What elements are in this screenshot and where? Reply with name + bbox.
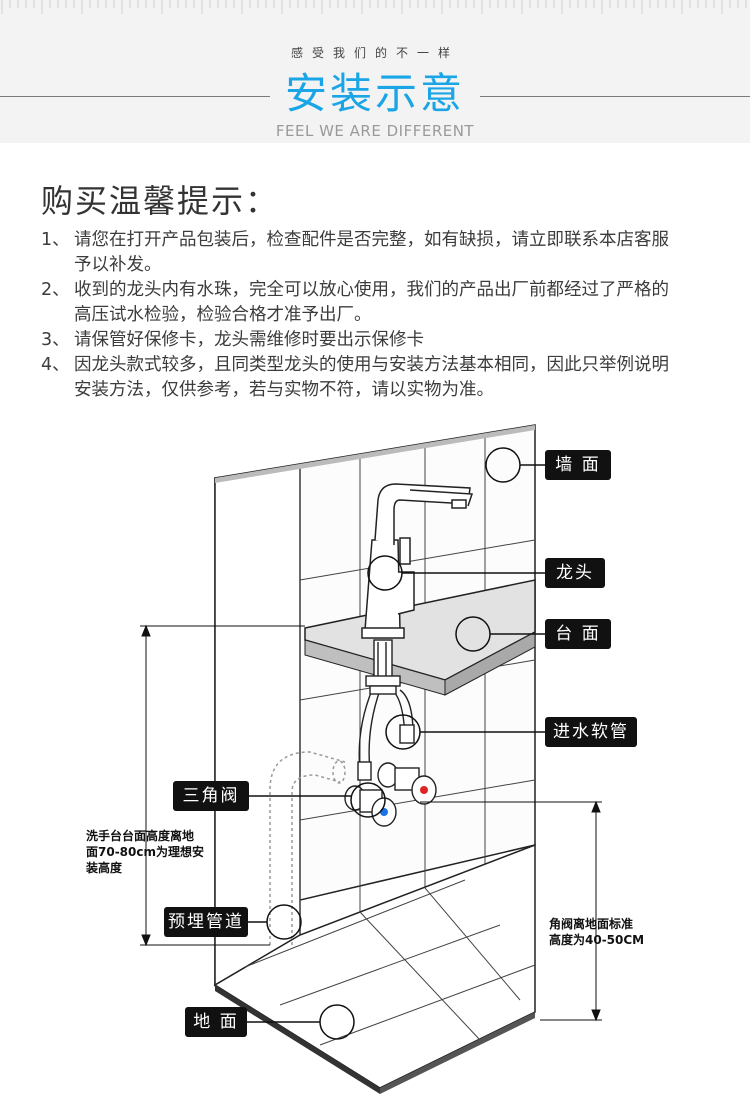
page-title: 安装示意 bbox=[284, 69, 465, 118]
faucet bbox=[361, 483, 474, 639]
floor-edge bbox=[215, 985, 380, 1094]
note-line: 面70-80cm为理想安 bbox=[86, 845, 204, 859]
tip-item: 2、收到的龙头内有水珠，完全可以放心使用，我们的产品出厂前都经过了严格的高压试水… bbox=[41, 278, 681, 328]
label-counter: 台 面 bbox=[545, 619, 611, 649]
tip-item: 3、请保管好保修卡，龙头需维修时要出示保修卡 bbox=[41, 328, 681, 353]
ruler-decoration bbox=[1, 0, 747, 14]
tip-number: 4、 bbox=[41, 355, 70, 375]
dimension-valve-height bbox=[420, 800, 602, 1022]
label-inlet-hose: 进水软管 bbox=[545, 717, 637, 747]
tip-item: 1、请您在打开产品包装后，检查配件是否完整，如有缺损，请立即联系本店客服予以补发… bbox=[41, 228, 681, 278]
tip-text: 请您在打开产品包装后，检查配件是否完整，如有缺损，请立即联系本店客服予以补发。 bbox=[74, 230, 669, 275]
tips-heading: 购买温馨提示： bbox=[41, 182, 280, 220]
tip-number: 1、 bbox=[41, 230, 70, 250]
tip-text: 因龙头款式较多，且同类型龙头的使用与安装方法基本相同，因此只举例说明安装方法，仅… bbox=[74, 355, 669, 400]
header-slogan-cn: 感受我们的不一样 bbox=[290, 46, 459, 60]
tip-item: 4、因龙头款式较多，且同类型龙头的使用与安装方法基本相同，因此只举例说明安装方法… bbox=[41, 353, 681, 403]
angle-valve-hot bbox=[377, 762, 437, 805]
header-slogan-en: FEEL WE ARE DIFFERENT bbox=[275, 122, 475, 140]
label-embedded-pipe: 预埋管道 bbox=[164, 907, 248, 937]
note-line: 装高度 bbox=[86, 861, 123, 875]
header-band bbox=[0, 0, 750, 143]
tip-text: 请保管好保修卡，龙头需维修时要出示保修卡 bbox=[74, 330, 424, 350]
note-valve-height: 角阀离地面标准 高度为40-50CM bbox=[549, 916, 679, 948]
label-floor: 地 面 bbox=[185, 1007, 247, 1037]
label-faucet: 龙头 bbox=[545, 558, 605, 588]
label-angle-valve: 三角阀 bbox=[173, 781, 249, 811]
dimension-counter-height bbox=[140, 624, 305, 947]
tip-number: 3、 bbox=[41, 330, 70, 350]
callout-leaders bbox=[246, 464, 545, 1023]
angle-valve-cold bbox=[344, 785, 397, 827]
note-line: 高度为40-50CM bbox=[549, 933, 645, 947]
title-divider-left bbox=[0, 96, 270, 97]
title-divider-right bbox=[480, 96, 750, 97]
note-line: 角阀离地面标准 bbox=[549, 917, 634, 931]
note-line: 洗手台台面高度离地 bbox=[86, 829, 195, 843]
floor-tile-lines bbox=[244, 879, 536, 1046]
note-counter-height: 洗手台台面高度离地 面70-80cm为理想安 装高度 bbox=[86, 828, 226, 876]
tips-list: 1、请您在打开产品包装后，检查配件是否完整，如有缺损，请立即联系本店客服予以补发… bbox=[41, 228, 681, 403]
label-wall: 墙 面 bbox=[545, 450, 611, 480]
faucet-shank bbox=[365, 639, 401, 695]
tip-number: 2、 bbox=[41, 280, 70, 300]
embedded-pipe bbox=[269, 751, 346, 945]
tip-text: 收到的龙头内有水珠，完全可以放心使用，我们的产品出厂前都经过了严格的高压试水检验… bbox=[74, 280, 669, 325]
